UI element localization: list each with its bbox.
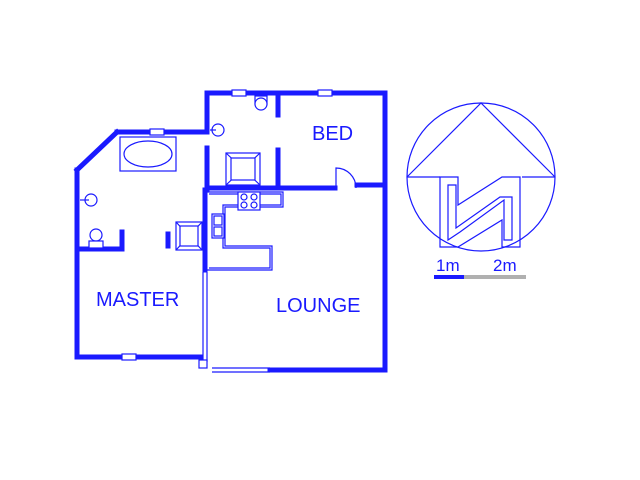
stove-icon bbox=[237, 191, 261, 211]
scale-segment-2m bbox=[464, 275, 526, 279]
lounge-walls bbox=[202, 187, 388, 373]
room-label-bed: BED bbox=[312, 123, 353, 145]
window bbox=[231, 89, 247, 97]
window bbox=[149, 128, 165, 136]
shower-icon bbox=[175, 221, 203, 251]
basin-icon bbox=[80, 193, 98, 207]
north-arrow-icon bbox=[406, 102, 556, 252]
toilet-icon bbox=[88, 228, 104, 249]
scale-label-1m: 1m bbox=[436, 256, 460, 275]
toilet-icon bbox=[254, 95, 268, 111]
room-label-master: MASTER bbox=[96, 289, 179, 311]
door-swing bbox=[335, 167, 357, 189]
bedroom-walls bbox=[204, 90, 388, 373]
master-walls bbox=[73, 128, 210, 360]
scale-segment-1m bbox=[434, 275, 464, 279]
window bbox=[121, 353, 137, 361]
basin-icon bbox=[210, 123, 225, 137]
shower-icon bbox=[225, 152, 261, 186]
bathtub-icon bbox=[119, 136, 177, 172]
scale-label-2m: 2m bbox=[493, 256, 517, 275]
partition-lines bbox=[198, 272, 270, 373]
window bbox=[317, 89, 333, 97]
sink-icon bbox=[211, 213, 225, 239]
scale-bar bbox=[434, 275, 526, 279]
room-label-lounge: LOUNGE bbox=[276, 295, 360, 317]
